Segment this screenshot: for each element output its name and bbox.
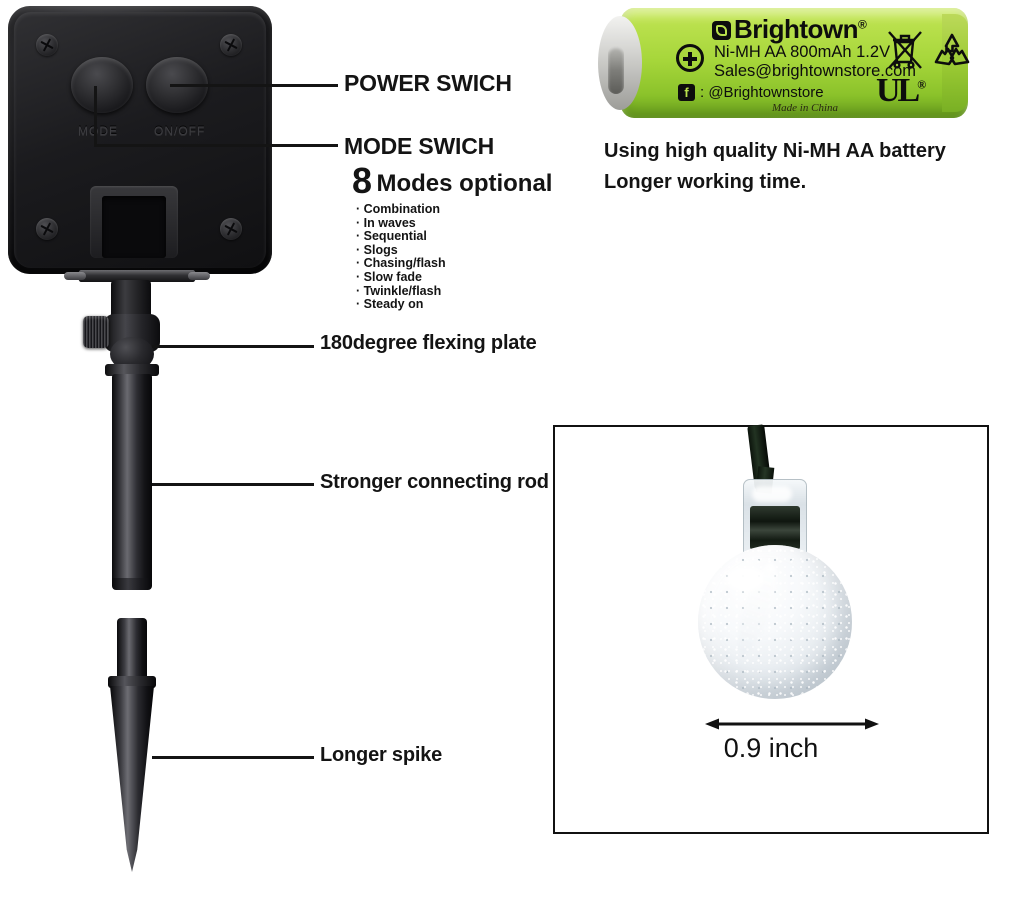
battery-body: Brightown® Ni-MH AA 800mAh 1.2V Sales@br… <box>620 8 970 118</box>
ul-trademark-symbol: ® <box>917 77 927 92</box>
leader-line-flexing-plate <box>152 345 314 348</box>
modes-count: 8 <box>352 160 373 201</box>
slot-cavity <box>102 196 166 258</box>
callout-connecting-rod: Stronger connecting rod <box>320 471 549 493</box>
battery-caption-line-1: Using high quality Ni-MH AA battery <box>604 140 946 162</box>
spike-collar <box>108 676 156 688</box>
callout-mode-switch: MODE SWICH <box>344 133 495 159</box>
callout-power-switch: POWER SWICH <box>344 70 512 96</box>
spike-shaft-top <box>117 618 147 682</box>
list-item: Slogs <box>356 243 446 258</box>
solar-panel-housing: MODE ON/OFF <box>8 6 272 274</box>
screw-bottom-right-icon <box>220 218 242 240</box>
trademark-symbol: ® <box>858 17 867 32</box>
battery-negative-end <box>598 16 642 110</box>
screw-top-right-icon <box>220 34 242 56</box>
battery-image: Brightown® Ni-MH AA 800mAh 1.2V Sales@br… <box>598 8 980 118</box>
screw-top-left-icon <box>36 34 58 56</box>
bulb-globe <box>698 545 852 699</box>
list-item: Combination <box>356 202 446 217</box>
battery-brand-text: Brightown <box>734 14 859 44</box>
list-item: Twinkle/flash <box>356 284 446 299</box>
battery-caption: Using high quality Ni-MH AA battery Long… <box>604 136 946 198</box>
modes-list: Combination In waves Sequential Slogs Ch… <box>356 202 446 312</box>
leader-line-longer-spike <box>152 756 314 759</box>
leader-line-mode-horizontal <box>94 144 338 147</box>
battery-compartment-slot <box>90 186 178 258</box>
battery-brand: Brightown® <box>712 14 867 45</box>
globe-specular-highlight <box>726 567 764 591</box>
facebook-icon: f <box>678 84 695 101</box>
no-trash-bin-icon <box>888 31 922 69</box>
battery-social-handle: : @Brightownstore <box>700 84 824 101</box>
leader-line-power-switch <box>170 84 338 87</box>
battery-spec: Ni-MH AA 800mAh 1.2V <box>714 43 891 61</box>
battery-caption-line-2: Longer working time. <box>604 171 807 193</box>
rod-top-collar <box>105 364 159 376</box>
bulb-collar-core <box>750 506 800 550</box>
mode-button[interactable] <box>71 57 133 113</box>
mode-button-label: MODE <box>78 124 118 138</box>
list-item: In waves <box>356 216 446 231</box>
mounting-plate <box>64 270 210 282</box>
battery-email: Sales@brightownstore.com <box>714 62 917 80</box>
ul-text: UL <box>876 72 920 109</box>
screw-bottom-left-icon <box>36 218 58 240</box>
negative-terminal <box>608 46 624 94</box>
leader-line-connecting-rod <box>152 483 314 486</box>
brightown-logo-icon <box>712 21 731 40</box>
bulb-dimension-label: 0.9 inch <box>723 733 819 763</box>
ground-spike <box>110 686 154 872</box>
leader-line-mode-vertical <box>94 86 97 146</box>
dimension-arrow-icon <box>705 718 879 730</box>
bulb-collar-highlight <box>752 486 792 502</box>
modes-heading: 8 Modes optional <box>352 163 552 199</box>
rod-bottom-end <box>112 578 152 590</box>
recycling-icon <box>934 33 970 66</box>
plus-polarity-icon <box>676 44 704 72</box>
callout-flexing-plate: 180degree flexing plate <box>320 332 537 354</box>
connecting-rod <box>112 374 152 586</box>
onoff-button-label: ON/OFF <box>154 124 206 138</box>
list-item: Sequential <box>356 230 446 244</box>
list-item: Chasing/flash <box>356 257 446 271</box>
modes-heading-text: Modes optional <box>376 170 553 197</box>
list-item: Steady on <box>356 298 446 312</box>
battery-made-in: Made in China <box>772 102 838 114</box>
list-item: Slow fade <box>356 270 446 285</box>
thumbscrew-knob[interactable] <box>83 316 109 348</box>
bulb-detail-panel: 0.9 inch <box>553 424 989 834</box>
ul-certification-mark: UL® <box>876 72 926 110</box>
callout-longer-spike: Longer spike <box>320 744 443 766</box>
